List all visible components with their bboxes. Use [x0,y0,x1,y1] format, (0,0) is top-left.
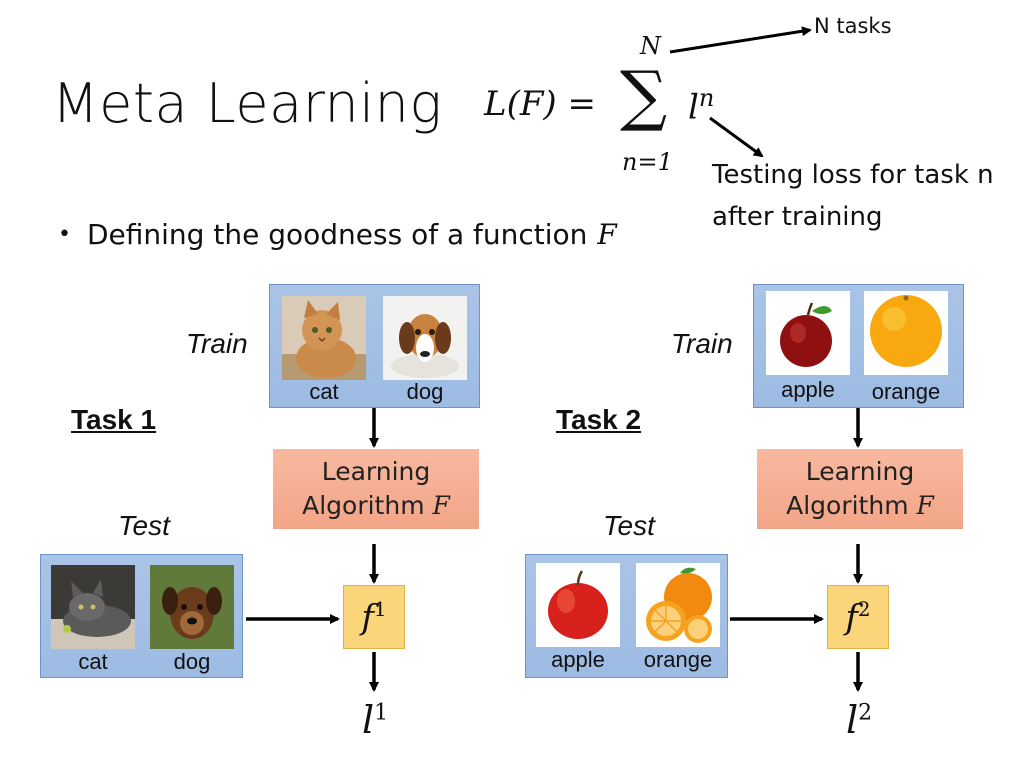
task2-algo-line1: Learning [806,455,915,489]
task1-label: Task 1 [71,404,156,436]
task2-learning-algorithm-box: Learning Algorithm F [757,449,963,529]
task2-label: Task 2 [556,404,641,436]
orange-image [864,291,948,375]
task2-train-label: Train [671,328,733,360]
dog-image [383,296,467,380]
apple-image [536,563,620,647]
task1-train-caption-1: cat [282,379,366,405]
task2-train-panel: apple orange [753,284,964,408]
task1-train-panel: cat dog [269,284,480,408]
task2-loss: l2 [846,698,872,742]
task1-train-label: Train [186,328,248,360]
task2-test-caption-2: orange [630,647,726,673]
task1-test-caption-2: dog [150,649,234,675]
apple-image [766,291,850,375]
cat-image [51,565,135,649]
task1-model-box: f1 [343,585,405,649]
task1-algo-line1: Learning [322,455,431,489]
dog-image [150,565,234,649]
task2-algo-line2: Algorithm F [786,489,934,523]
task1-train-caption-2: dog [383,379,467,405]
cat-image [282,296,366,380]
task1-algo-line2: Algorithm F [302,489,450,523]
task1-test-panel: cat dog [40,554,243,678]
task1-test-label: Test [118,510,170,542]
task1-test-caption-1: cat [51,649,135,675]
task1-loss: l1 [362,698,388,742]
task2-train-caption-2: orange [858,379,954,405]
task2-train-caption-1: apple [760,377,856,403]
task2-test-panel: apple orange [525,554,728,678]
task2-model-box: f2 [827,585,889,649]
orange-image [636,563,720,647]
arrow-to-testing-loss [710,118,762,156]
task1-learning-algorithm-box: Learning Algorithm F [273,449,479,529]
task2-test-label: Test [603,510,655,542]
arrow-to-n-tasks [670,30,810,52]
task2-test-caption-1: apple [530,647,626,673]
